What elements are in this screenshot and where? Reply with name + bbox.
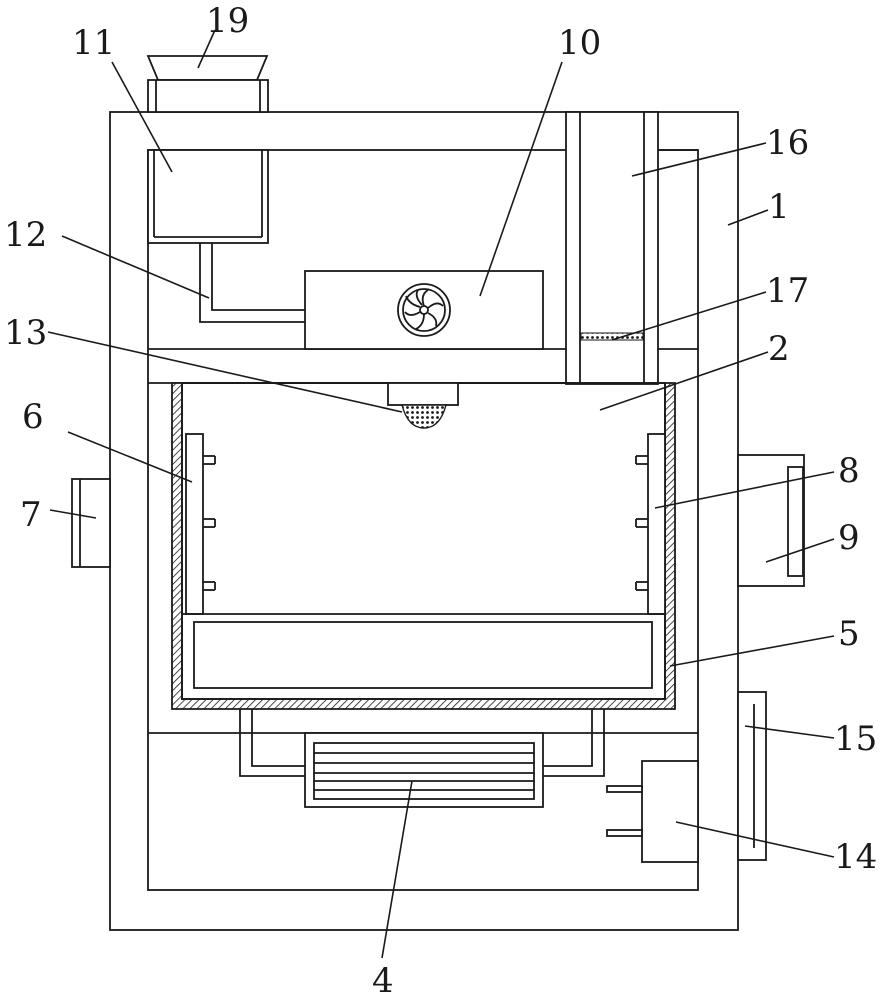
fan-icon xyxy=(397,283,451,337)
label-10: 10 xyxy=(558,23,601,63)
label-6: 6 xyxy=(22,397,44,437)
label-13: 13 xyxy=(4,313,47,353)
left-heating-pins xyxy=(203,455,216,591)
fan-box xyxy=(304,270,544,350)
label-1: 1 xyxy=(768,187,790,227)
label-5: 5 xyxy=(838,614,860,654)
radiator-pipe-left xyxy=(239,709,305,777)
left-heating-plate xyxy=(185,433,204,615)
storage-tank xyxy=(147,149,269,244)
sprayer-nozzle xyxy=(401,404,447,429)
label-16: 16 xyxy=(766,123,809,163)
label-8: 8 xyxy=(838,451,860,491)
control-panel xyxy=(737,691,767,861)
collection-tray xyxy=(193,621,653,689)
radiator-pipe-right xyxy=(543,709,605,777)
left-side-panel xyxy=(71,478,111,568)
drying-chamber xyxy=(181,382,666,700)
right-heating-plate xyxy=(647,433,666,615)
label-14: 14 xyxy=(834,837,877,877)
power-plug xyxy=(641,760,699,863)
feed-neck xyxy=(147,79,269,113)
label-15: 15 xyxy=(834,719,877,759)
label-7: 7 xyxy=(20,495,42,535)
label-17: 17 xyxy=(766,271,809,311)
door-handle xyxy=(787,466,804,577)
label-12: 12 xyxy=(4,215,47,255)
inner-wall xyxy=(147,149,699,891)
label-4: 4 xyxy=(372,961,394,1000)
label-9: 9 xyxy=(838,518,860,558)
label-19: 19 xyxy=(206,1,249,41)
label-2: 2 xyxy=(768,329,790,369)
chamber-wall-hatched xyxy=(171,382,676,710)
label-11: 11 xyxy=(72,23,115,63)
right-heating-pins xyxy=(635,455,648,591)
feed-pipe xyxy=(199,243,305,323)
radiator xyxy=(304,732,544,808)
feed-hopper xyxy=(146,55,269,81)
sprayer-body xyxy=(387,382,459,406)
